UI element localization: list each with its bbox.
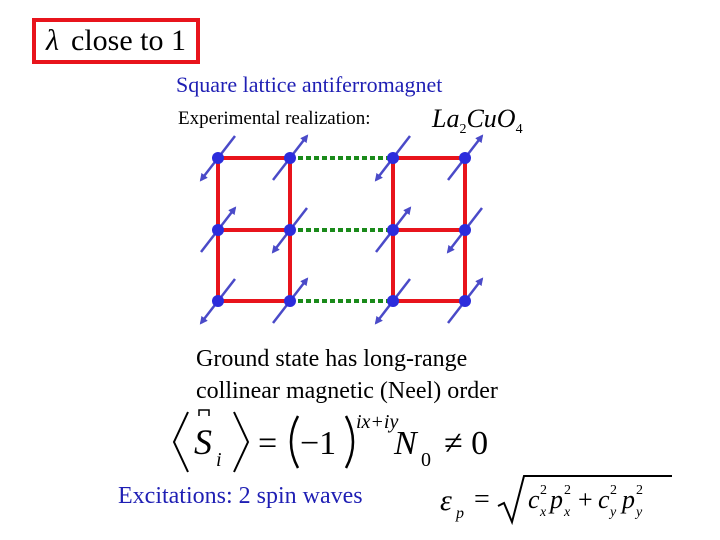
order-neq-zero: ≠ 0: [444, 425, 488, 462]
px-sub: x: [563, 505, 571, 520]
excitation-label: Excitations: 2 spin waves: [118, 483, 363, 509]
subtitle: Square lattice antiferromagnet: [176, 72, 443, 97]
experimental-label: Experimental realization:: [178, 108, 371, 129]
lattice-site: [284, 224, 296, 236]
right-angle-bracket: [233, 411, 250, 473]
py-power: 2: [636, 483, 643, 498]
cx-power: 2: [540, 483, 547, 498]
lattice-bonds: [216, 156, 467, 303]
ground-state-line1: Ground state has long-range: [196, 346, 468, 372]
order-exponent: ix+iy: [356, 411, 398, 433]
order-equation: S i = −1 ix+iy N 0 ≠ 0: [172, 409, 488, 473]
lattice-site: [212, 295, 224, 307]
material-formula: La2CuO4: [432, 104, 523, 138]
formula-cuo: CuO: [466, 104, 516, 133]
cx: c: [528, 485, 540, 514]
square-root-sign: [497, 475, 672, 526]
lattice-site: [284, 295, 296, 307]
title-box: λ close to 1: [32, 18, 200, 64]
py-sub: y: [634, 505, 643, 520]
left-paren: [289, 415, 300, 469]
formula-la-sub: 2: [459, 122, 467, 138]
py: p: [620, 485, 635, 514]
dispersion-plus: +: [578, 485, 593, 514]
order-N-sub: 0: [421, 449, 431, 471]
ground-state-text: Ground state has long-range collinear ma…: [196, 343, 498, 407]
right-paren: [344, 415, 355, 469]
ground-state-line2: collinear magnetic (Neel) order: [196, 378, 498, 404]
formula-o-sub: 4: [515, 122, 523, 138]
cy-power: 2: [610, 483, 617, 498]
left-angle-bracket: [172, 411, 189, 473]
lattice-site: [459, 295, 471, 307]
order-equals: =: [258, 425, 277, 462]
cy-sub: y: [608, 505, 617, 520]
epsilon-sub: p: [455, 505, 464, 522]
epsilon: ε: [440, 484, 452, 517]
cy: c: [598, 485, 610, 514]
lambda-symbol: λ: [46, 24, 59, 57]
lattice-site: [387, 295, 399, 307]
px: p: [548, 485, 563, 514]
px-power: 2: [564, 483, 571, 498]
title-text: close to 1: [71, 24, 186, 57]
lattice-site: [212, 152, 224, 164]
lattice-site: [212, 224, 224, 236]
spin-index: i: [216, 449, 222, 471]
spin-S: S: [194, 422, 212, 462]
minus-one: −1: [300, 425, 336, 462]
lattice-site: [459, 224, 471, 236]
operator-hat: [198, 409, 210, 416]
formula-la: La: [432, 104, 460, 133]
dispersion-equals: =: [474, 484, 490, 515]
lattice-sites: [212, 152, 471, 307]
lattice-site: [459, 152, 471, 164]
lattice-site: [387, 152, 399, 164]
order-N: N: [393, 425, 419, 462]
dispersion-equation: ε p = c x 2 p x 2 + c y 2 p y 2: [440, 475, 672, 526]
cx-sub: x: [539, 505, 547, 520]
lattice-site: [284, 152, 296, 164]
lattice-site: [387, 224, 399, 236]
